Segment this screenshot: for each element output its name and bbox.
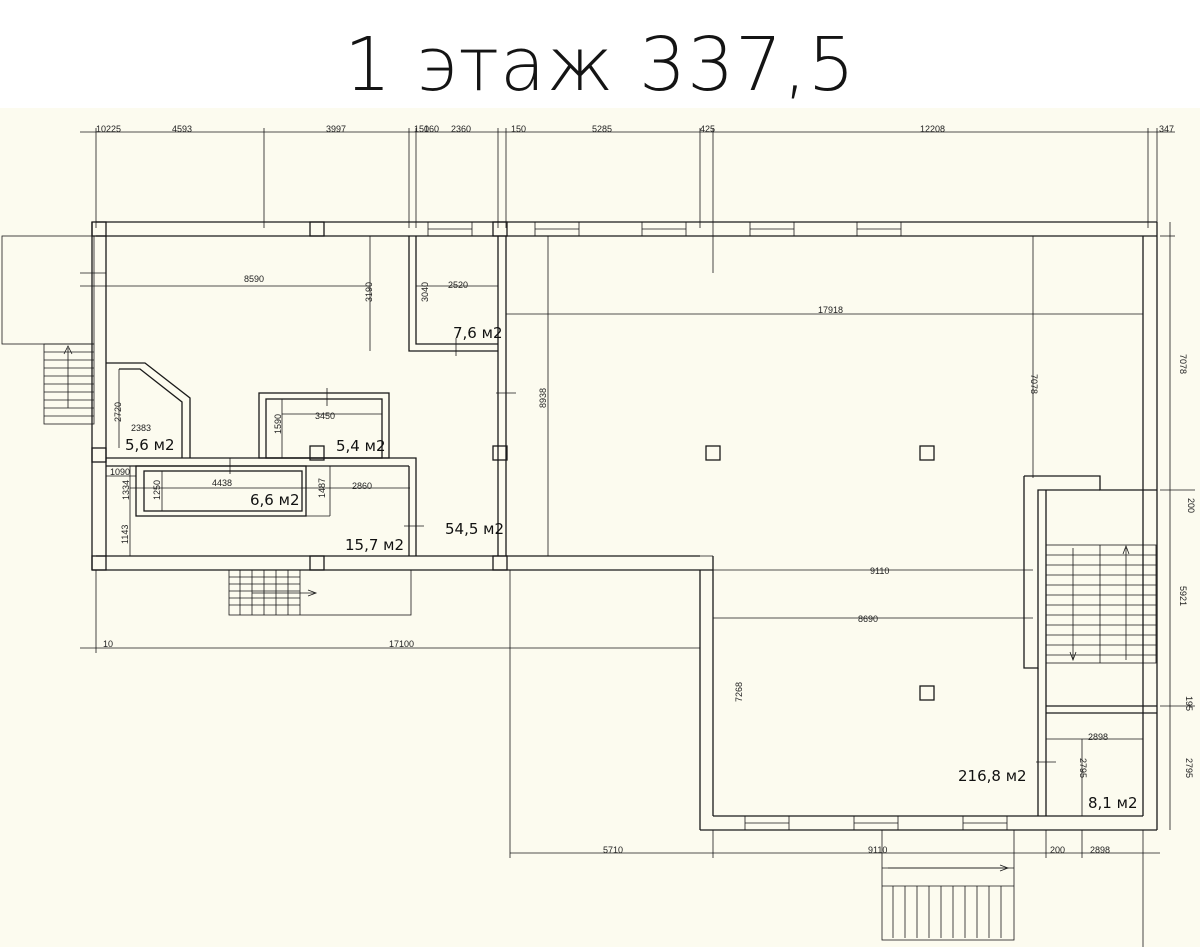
dim-3190: 3190 [364, 282, 374, 302]
dim-195: 195 [1184, 696, 1194, 711]
south-west-stair [228, 569, 412, 616]
dim-1487: 1487 [317, 478, 327, 498]
dim-top-347: 347 [1159, 124, 1174, 134]
room-area-labels: 7,6 м2 5,6 м2 5,4 м2 6,6 м2 54,5 м2 15,7… [125, 324, 1137, 812]
room-area-8-1: 8,1 м2 [1088, 794, 1137, 812]
dim-top-160: 160 [424, 124, 439, 134]
dim-top-4593: 4593 [172, 124, 192, 134]
dim-4438: 4438 [212, 478, 232, 488]
dim-top-3997: 3997 [326, 124, 346, 134]
dim-7078-b: 7078 [1178, 354, 1188, 374]
dim-top-2360: 2360 [451, 124, 471, 134]
floor-plan: 10225 4593 3997 150 160 2360 150 5285 42… [0, 108, 1200, 947]
dim-top-150-b: 150 [511, 124, 526, 134]
dim-top-12208: 12208 [920, 124, 945, 134]
dim-5710: 5710 [603, 845, 623, 855]
room-area-216-8: 216,8 м2 [958, 767, 1027, 785]
dim-9110-a: 9110 [870, 566, 889, 576]
dim-200-a: 200 [1186, 498, 1196, 513]
dim-17918: 17918 [818, 305, 843, 315]
dim-7078-a: 7078 [1029, 374, 1039, 394]
dim-7268: 7268 [734, 682, 744, 702]
dim-8590: 8590 [244, 274, 264, 284]
dimension-labels: 8590 3190 3040 2520 17918 7078 7078 8938… [103, 274, 1196, 855]
dim-top-10225: 10225 [96, 124, 121, 134]
top-dimension-line [80, 128, 1175, 273]
room-area-5-4: 5,4 м2 [336, 437, 385, 455]
dim-top-425: 425 [700, 124, 715, 134]
room-area-7-6: 7,6 м2 [453, 324, 502, 342]
dim-5921: 5921 [1178, 586, 1188, 606]
dim-2860: 2860 [352, 481, 372, 491]
south-east-stair [881, 829, 1015, 941]
page-title: 1 этаж 337,5 [344, 22, 856, 108]
dim-8690: 8690 [858, 614, 878, 624]
dim-1334: 1334 [121, 480, 131, 500]
dim-2898-b: 2898 [1090, 845, 1110, 855]
east-stair [1045, 544, 1157, 664]
dim-2795-b: 2795 [1184, 758, 1194, 778]
dim-10: 10 [103, 639, 113, 649]
dim-2795-a: 2795 [1078, 758, 1088, 778]
dim-1590: 1590 [273, 414, 283, 434]
dim-200-b: 200 [1050, 845, 1065, 855]
dim-8938: 8938 [538, 388, 548, 408]
north-windows [427, 221, 902, 237]
room-area-54-5: 54,5 м2 [445, 520, 504, 538]
interior-partitions [106, 236, 1157, 816]
room-area-15-7: 15,7 м2 [345, 536, 404, 554]
plan-background [0, 108, 1200, 947]
dim-top-150-a: 150 [414, 124, 429, 134]
room-area-5-6: 5,6 м2 [125, 436, 174, 454]
dim-2720: 2720 [113, 402, 123, 422]
dim-1143: 1143 [120, 525, 130, 544]
dim-9110-b: 9110 [868, 845, 887, 855]
dim-17100: 17100 [389, 639, 414, 649]
structural-columns [91, 221, 935, 701]
dim-3040: 3040 [420, 282, 430, 302]
dim-2383: 2383 [131, 423, 151, 433]
dim-top-5285: 5285 [592, 124, 612, 134]
dim-3450: 3450 [315, 411, 335, 421]
room-area-6-6: 6,6 м2 [250, 491, 299, 509]
dimension-lines [80, 222, 1195, 947]
dim-2520: 2520 [448, 280, 468, 290]
dim-1090: 1090 [110, 467, 130, 477]
dim-2898-a: 2898 [1088, 732, 1108, 742]
west-porch-stair [1, 235, 106, 425]
dim-1250: 1250 [152, 480, 162, 500]
